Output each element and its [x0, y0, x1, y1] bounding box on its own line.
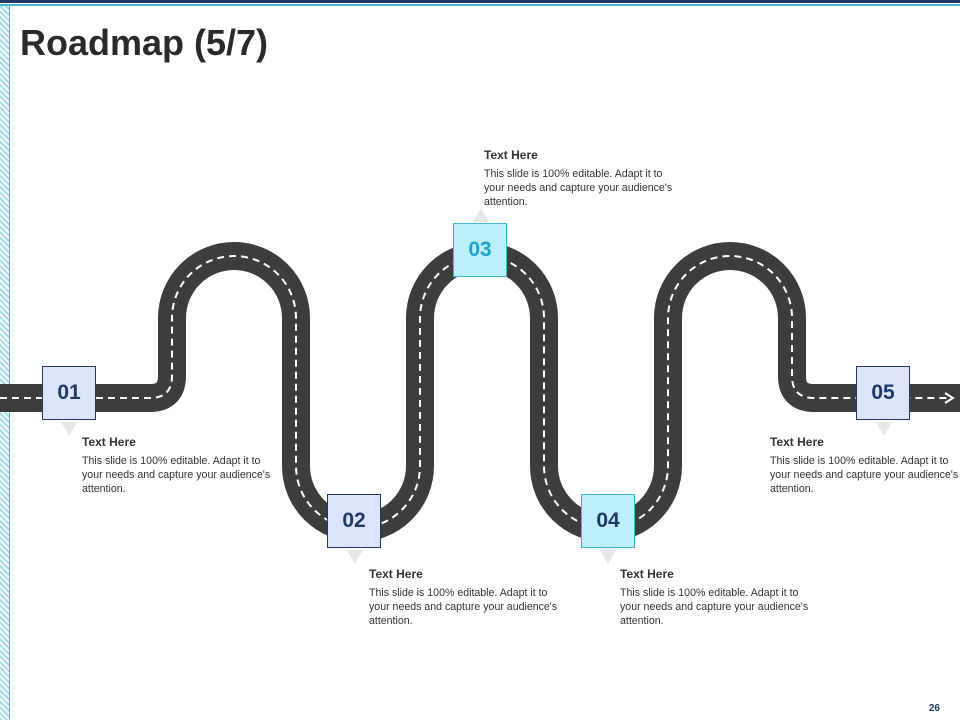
pointer-05: [876, 422, 892, 436]
milestone-02-badge: 02: [327, 494, 381, 548]
milestone-05-heading: Text Here: [770, 435, 824, 449]
milestone-05-badge: 05: [856, 366, 910, 420]
milestone-01-text: Text Here This slide is 100% editable. A…: [82, 435, 272, 496]
road-arrow-icon: [944, 392, 955, 404]
milestone-03-text: Text Here This slide is 100% editable. A…: [484, 148, 674, 209]
milestone-01-body: This slide is 100% editable. Adapt it to…: [82, 455, 271, 495]
pointer-04: [600, 550, 616, 564]
top-border-light: [0, 4, 960, 6]
milestone-03-badge: 03: [453, 223, 507, 277]
milestone-04-text: Text Here This slide is 100% editable. A…: [620, 567, 810, 628]
milestone-03-body: This slide is 100% editable. Adapt it to…: [484, 168, 673, 208]
milestone-02-heading: Text Here: [369, 567, 423, 581]
left-decorative-strip: [0, 6, 10, 720]
page-number: 26: [928, 703, 940, 714]
milestone-04-body: This slide is 100% editable. Adapt it to…: [620, 587, 809, 627]
top-border-dark: [0, 0, 960, 3]
pointer-01: [61, 422, 77, 436]
milestone-02-text: Text Here This slide is 100% editable. A…: [369, 567, 559, 628]
milestone-05-body: This slide is 100% editable. Adapt it to…: [770, 455, 959, 495]
milestone-02-body: This slide is 100% editable. Adapt it to…: [369, 587, 558, 627]
badge-pointers: [61, 208, 892, 564]
pointer-03: [473, 208, 489, 222]
pointer-02: [347, 550, 363, 564]
milestone-04-badge: 04: [581, 494, 635, 548]
milestone-05-text: Text Here This slide is 100% editable. A…: [770, 435, 960, 496]
slide-title: Roadmap (5/7): [20, 22, 269, 63]
milestone-01-heading: Text Here: [82, 435, 136, 449]
milestone-04-heading: Text Here: [620, 567, 674, 581]
milestone-03-heading: Text Here: [484, 148, 538, 162]
milestone-01-badge: 01: [42, 366, 96, 420]
